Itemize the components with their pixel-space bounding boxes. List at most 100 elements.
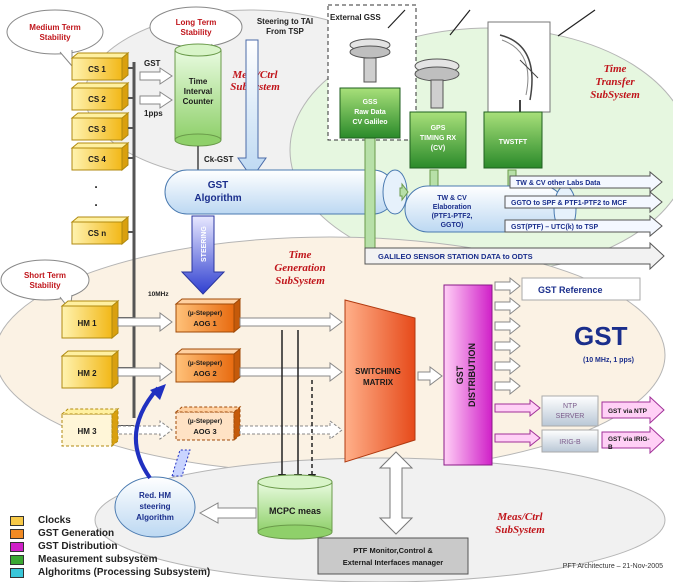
clock-7: CS n	[70, 215, 134, 246]
twstft-dish	[487, 21, 551, 113]
aog-stepper-label: (µ-Stepper)	[188, 360, 222, 367]
gst-via-irig-arrow: GST via IRIG-B	[601, 425, 665, 455]
clock-3: CS 3	[70, 111, 134, 142]
time-transfer-l3: SubSystem	[590, 89, 640, 101]
ck-gst-label: Ck-GST	[204, 155, 233, 164]
aog-name-label: AOG 1	[193, 319, 216, 328]
mcpc-label: MCPC meas	[269, 506, 321, 516]
ptf-monitor-box: PTF Monitor,Control & External Interfaces…	[317, 537, 469, 575]
aog-name-label: AOG 2	[193, 369, 216, 378]
time-generation-l2: Generation	[274, 262, 325, 274]
steering-tai-l1: Steering to TAI	[257, 17, 313, 26]
clock-ellipsis: .	[94, 195, 97, 209]
mhz10-label: 10MHz	[148, 291, 169, 298]
distribution-outputs	[494, 276, 541, 448]
aog-name-label: AOG 3	[193, 427, 216, 436]
aog-3: (µ-Stepper)AOG 3	[174, 405, 242, 442]
legend-item: Clocks	[10, 514, 210, 527]
long-term-l1: Long Term	[176, 18, 217, 27]
galileo-sensor-label: GALILEO SENSOR STATION DATA to ODTS	[378, 252, 533, 261]
legend-swatch	[10, 528, 24, 539]
twstft-label: TWSTFT	[499, 139, 528, 146]
gss-vertical-flow	[364, 134, 376, 256]
gst-via-irig-l1: GST via IRIG-	[608, 436, 650, 443]
legend-item: GST Generation	[10, 527, 210, 540]
switch-to-dist-arrow	[417, 366, 443, 386]
external-gss-label: External GSS	[330, 13, 381, 22]
time-generation-l1: Time	[289, 249, 312, 261]
clock-1: CS 1	[70, 51, 134, 82]
cesium-clocks: CS 1CS 2CS 3CS 4..CS n	[70, 51, 134, 246]
red-hm-l3: Algorithm	[136, 513, 174, 522]
red-hm-l2: steering	[139, 502, 170, 511]
gps-antenna	[414, 58, 460, 109]
maser-3: HM 3	[60, 407, 134, 448]
gst-reference-box: GST Reference	[521, 277, 641, 301]
steering-tai-arrow	[237, 39, 267, 179]
gss-raw-l2: Raw Data	[354, 109, 386, 116]
legend-label: Measurement subsystem	[38, 554, 158, 565]
long-term-l2: Stability	[180, 28, 212, 37]
legend-label: GST Generation	[38, 528, 115, 539]
clock-label: CS 3	[88, 125, 106, 134]
legend-swatch	[10, 515, 24, 526]
meas-ctrl-bottom-zone	[94, 457, 666, 582]
irig-b-label: IRIG-B	[559, 439, 581, 446]
tw-cv-l4: GGTO)	[441, 222, 464, 229]
galileo-sensor-arrow: GALILEO SENSOR STATION DATA to ODTS	[364, 241, 665, 271]
time-transfer-l1: Time	[604, 63, 627, 75]
tw-cv-other-label: TW & CV other Labs Data	[516, 180, 601, 187]
ptf-monitor-l2: External Interfaces manager	[343, 558, 444, 567]
aog3-feedback-arrow	[171, 449, 191, 477]
gst-reference-label: GST Reference	[538, 285, 603, 295]
ntp-l1: NTP	[563, 403, 577, 410]
gst-algorithm-l2: Algorithm	[194, 193, 241, 204]
gst-dist-l2: DISTRIBUTION	[467, 343, 477, 407]
legend-label: Clocks	[38, 515, 71, 526]
ggto-arrow: GGTO to SPF & PTF1-PTF2 to MCF	[504, 190, 663, 214]
short-term-l2: Stability	[29, 281, 61, 290]
legend-item: GST Distribution	[10, 540, 210, 553]
tw-cv-other-arrow: TW & CV other Labs Data	[509, 170, 663, 194]
hm3-to-aog3-arrow	[117, 420, 173, 440]
tic-l3: Counter	[183, 97, 214, 106]
aog-units: (µ-Stepper) AOG 1 (µ-Stepper) AOG 2 (µ-Stepp…	[174, 297, 242, 442]
hm-steering-curve	[133, 386, 160, 480]
gst-utc-label: GST(PTF) – UTC(k) to TSP	[511, 224, 598, 231]
svg-text:PTF Monitor,Control &External: PTF Monitor,Control & External Interfaces…	[343, 546, 444, 567]
hm1-to-aog1-arrow	[117, 312, 173, 332]
gst-utc-arrow: GST(PTF) – UTC(k) to TSP	[504, 214, 663, 238]
aog-2: (µ-Stepper) AOG 2	[174, 347, 242, 384]
ntp-l2: SERVER	[556, 413, 585, 420]
irig-b-box: IRIG-B	[541, 429, 599, 453]
gst-via-ntp-arrow: GST via NTP	[601, 395, 665, 425]
pps-label: 1pps	[144, 109, 163, 118]
monitor-bidirectional-arrow	[378, 451, 414, 535]
legend-label: Alghoritms (Processing Subsystem)	[38, 567, 211, 578]
pps-to-tic-arrow	[139, 91, 173, 109]
mcpc-meas: MCPC meas	[257, 474, 333, 540]
legend-label: GST Distribution	[38, 541, 118, 552]
meas-ctrl-bottom-l2: SubSystem	[495, 524, 545, 536]
maser-label: HM 3	[77, 427, 97, 436]
ntp-server-box: NTP SERVER	[541, 395, 599, 427]
legend-swatch	[10, 567, 24, 578]
ptf-monitor-l1: PTF Monitor,Control &	[353, 546, 433, 555]
